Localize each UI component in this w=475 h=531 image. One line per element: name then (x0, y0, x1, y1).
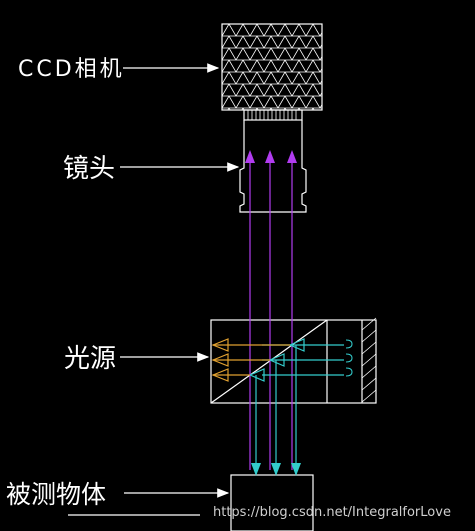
lens-label: 镜头 (63, 154, 115, 184)
leader-lines (68, 63, 240, 516)
lens (239, 109, 307, 213)
reflected-light (211, 338, 290, 382)
light-source-label: 光源 (64, 344, 116, 374)
watermark: https://blog.csdn.net/IntegralforLove (213, 505, 451, 520)
light-source-assembly (210, 319, 377, 404)
beam-splitter (210, 319, 328, 404)
mirror-hatch (361, 317, 377, 403)
object-label: 被测物体 (6, 480, 106, 509)
camera-label: CCD相机 (18, 57, 125, 82)
led-coils (345, 339, 353, 377)
imaging-rays (245, 150, 297, 470)
measured-object (230, 474, 314, 531)
illumination-rays (248, 338, 344, 476)
ccd-camera (221, 23, 323, 111)
